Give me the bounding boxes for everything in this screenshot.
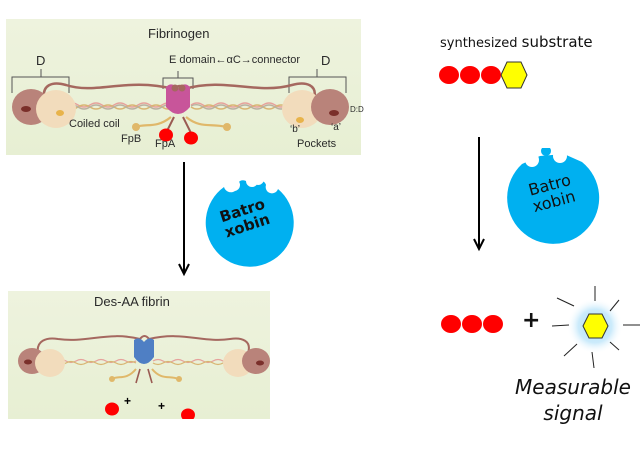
cleaved-fpa-stubs — [135, 368, 153, 384]
substrate-title: synthesized substrate — [440, 33, 593, 51]
e-domain-cleaved — [134, 338, 154, 364]
substrate-title-small: synthesized — [440, 36, 522, 51]
fpb-knob-right — [223, 123, 231, 131]
bracket-e — [162, 71, 194, 89]
fpb-knob-left — [109, 376, 115, 382]
reaction-arrow-right — [473, 137, 485, 252]
plus-sign: + — [124, 394, 132, 408]
fpa-peptide-right — [184, 131, 198, 145]
chromophore-hexagon — [500, 61, 528, 89]
peptide-residue — [462, 315, 482, 333]
products-plus-sign: + — [522, 308, 541, 333]
pocket-a-right — [256, 360, 264, 366]
reaction-arrow-left — [178, 162, 190, 277]
d-domain-right-inner — [282, 90, 322, 128]
coiled-coil — [55, 358, 234, 366]
fibrinogen-title: Fibrinogen — [148, 26, 210, 41]
label-pocket-b: ‘b’ — [290, 124, 301, 135]
pocket-a-left — [21, 106, 31, 112]
d-domain-left-inner — [36, 90, 76, 128]
pocket-a-left — [24, 359, 32, 365]
label-d-left: D — [36, 53, 46, 68]
fpb-knob-left — [132, 123, 140, 131]
plus-sign: + — [158, 399, 166, 413]
desaa-fibrin-panel: Des-AA fibrin + + — [8, 291, 270, 419]
e-domain — [166, 84, 190, 114]
fpa-peptide-left — [159, 128, 173, 142]
peptide-residue — [439, 66, 459, 84]
label-pockets: Pockets — [297, 138, 337, 150]
signal-rays — [552, 286, 640, 369]
d-domain-right-outer — [242, 348, 270, 374]
batroxobin-enzyme-right — [507, 148, 600, 244]
label-pocket-a: ‘a’ — [331, 122, 342, 133]
substrate-title-big: substrate — [521, 33, 593, 51]
alpha-c-connector — [36, 335, 250, 354]
cleaved-peptide — [441, 315, 503, 333]
pocket-b-right — [296, 117, 304, 123]
fibrinogen-molecule — [11, 69, 349, 145]
label-dd: D:D — [350, 105, 364, 114]
e-knot — [171, 84, 179, 92]
desaa-fibrin-molecule — [18, 335, 270, 419]
coiled-coil — [65, 102, 300, 110]
fpb-knob-right — [176, 376, 182, 382]
d-domain-left-inner — [35, 349, 65, 377]
signal-line1: Measurable — [515, 375, 631, 399]
d-domain-right-outer — [311, 89, 349, 125]
measurable-signal-label: Measurable signal — [505, 374, 641, 426]
peptide-residue — [441, 315, 461, 333]
fpb-tails — [111, 368, 179, 380]
pocket-a-right — [329, 110, 339, 116]
chromophore-hexagon — [582, 313, 609, 339]
bracket-d-right — [288, 69, 347, 93]
pocket-b-left — [56, 110, 64, 116]
released-fpa-left — [105, 402, 119, 416]
label-d-right: D — [321, 53, 331, 68]
label-e-domain: E domain←αC→connector — [169, 54, 301, 66]
fpb-tails — [135, 116, 227, 129]
bracket-d-left — [11, 69, 70, 93]
peptide-residue — [481, 66, 501, 84]
desaa-title: Des-AA fibrin — [94, 294, 170, 309]
synthetic-substrate — [439, 61, 528, 89]
fibrinogen-panel: Fibrinogen D E domain←αC→connector D D:D… — [6, 19, 364, 155]
label-coiled-coil: Coiled coil — [69, 118, 120, 130]
signal-line2: signal — [543, 401, 603, 425]
released-chromophore-signal — [552, 286, 640, 369]
label-fpb: FpB — [121, 133, 142, 145]
released-fpa-right — [181, 408, 195, 419]
peptide-residue — [460, 66, 480, 84]
label-fpa: FpA — [155, 138, 176, 150]
batroxobin-enzyme-left — [205, 173, 294, 267]
e-knot — [178, 84, 186, 92]
peptide-residue — [483, 315, 503, 333]
